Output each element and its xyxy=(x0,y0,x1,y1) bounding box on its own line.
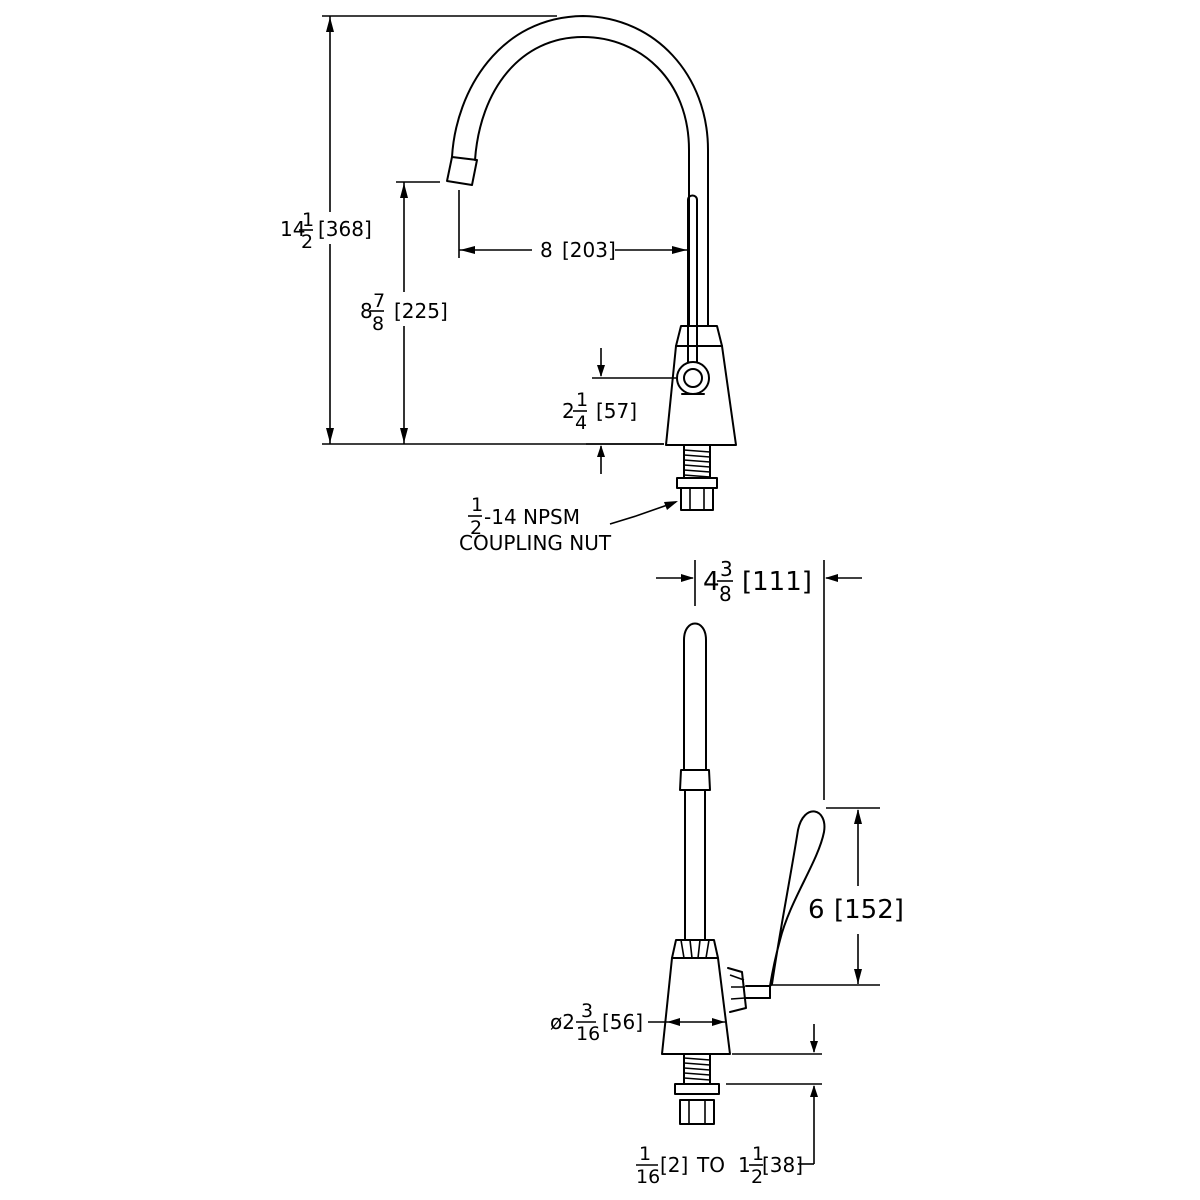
side-view: 4 3 8 [111] 6 [152] ø2 3 xyxy=(550,557,904,1188)
side-body xyxy=(661,957,731,1055)
handle-height-metric: [57] xyxy=(596,399,637,423)
mounting-range-metric2: [38] xyxy=(762,1153,803,1177)
threaded-shank xyxy=(683,444,711,479)
handle-reach-den: 8 xyxy=(719,582,732,606)
handle-hub-inner xyxy=(683,368,703,388)
overall-height-den: 2 xyxy=(301,231,313,253)
handle-rod xyxy=(687,194,698,363)
spout-reach-metric: [203] xyxy=(562,238,616,262)
spout-height-den: 8 xyxy=(372,313,384,335)
handle-height-whole: 2 xyxy=(562,399,575,423)
front-view: 14 1 2 [368] 8 7 8 [225] xyxy=(280,15,737,555)
mounting-range-to: TO xyxy=(696,1153,725,1177)
thread-coupling-nut: COUPLING NUT xyxy=(459,531,612,555)
handle-reach-metric: [111] xyxy=(742,567,812,597)
mounting-range-num1: 1 xyxy=(639,1143,651,1165)
handle-height-num: 1 xyxy=(576,389,588,411)
base-diameter-prefix: ø2 xyxy=(550,1010,575,1034)
handle-height-label: 2 1 4 [57] xyxy=(562,389,637,434)
overall-height-dimension xyxy=(322,15,664,445)
side-collar xyxy=(671,939,719,959)
mounting-range-den2: 2 xyxy=(751,1166,763,1188)
spout-reach-label: 8 [203] xyxy=(540,238,616,262)
spout-height-metric: [225] xyxy=(394,299,448,323)
side-threaded-shank xyxy=(683,1053,711,1085)
coupling-nut xyxy=(676,477,718,511)
mounting-range-metric1: [2] xyxy=(660,1153,688,1177)
thread-callout: 1 2 -14 NPSM COUPLING NUT xyxy=(459,494,678,555)
gooseneck-spout xyxy=(451,15,709,327)
overall-height-metric: [368] xyxy=(318,217,372,241)
handle-reach-dimension xyxy=(656,560,862,800)
thread-num: 1 xyxy=(471,494,483,516)
handle-reach-num: 3 xyxy=(720,557,733,581)
side-handle-hub xyxy=(727,967,747,1013)
spout-height-whole: 8 xyxy=(360,299,373,323)
base-diameter-num: 3 xyxy=(581,1000,593,1022)
spout-height-label: 8 7 8 [225] xyxy=(360,290,448,335)
wrist-blade-handle xyxy=(745,810,826,987)
mounting-range-dimension xyxy=(726,1024,822,1165)
mounting-range-label: 1 16 [2] TO 1 1 2 [38] xyxy=(636,1143,803,1188)
faucet-body xyxy=(665,345,737,446)
overall-height-whole: 14 xyxy=(280,217,305,241)
overall-height-label: 14 1 2 [368] xyxy=(280,209,372,253)
thread-spec: -14 NPSM xyxy=(484,505,580,529)
overall-height-num: 1 xyxy=(302,209,314,231)
handle-height-dimension xyxy=(586,348,676,474)
base-diameter-metric: [56] xyxy=(602,1010,643,1034)
handle-length-metric: [152] xyxy=(834,895,904,925)
base-diameter-label: ø2 3 16 [56] xyxy=(550,1000,643,1045)
mounting-range-den1: 16 xyxy=(636,1166,660,1188)
handle-height-den: 4 xyxy=(575,412,587,434)
side-coupling-nut xyxy=(679,1099,715,1125)
handle-reach-label: 4 3 8 [111] xyxy=(703,557,812,606)
base-diameter-dimension xyxy=(648,1018,726,1026)
handle-length-label: 6 [152] xyxy=(808,895,904,925)
handle-length-whole: 6 xyxy=(808,895,825,925)
spout-reach-whole: 8 xyxy=(540,238,553,262)
thread-den: 2 xyxy=(470,517,482,539)
spout-height-num: 7 xyxy=(373,290,385,312)
handle-length-dimension xyxy=(770,807,880,986)
handle-reach-whole: 4 xyxy=(703,567,720,597)
handle-hub-outer xyxy=(676,361,710,395)
tube-sleeve xyxy=(679,769,711,791)
base-diameter-den: 16 xyxy=(576,1023,600,1045)
mounting-washer xyxy=(674,1083,720,1095)
mounting-range-whole2: 1 xyxy=(738,1153,751,1177)
spout-height-dimension xyxy=(396,181,440,444)
mounting-range-num2: 1 xyxy=(752,1143,764,1165)
aerator-tip xyxy=(446,156,478,186)
spout-reach-dimension xyxy=(458,190,688,258)
side-spout-tube xyxy=(683,622,707,771)
upper-collar xyxy=(675,325,723,347)
